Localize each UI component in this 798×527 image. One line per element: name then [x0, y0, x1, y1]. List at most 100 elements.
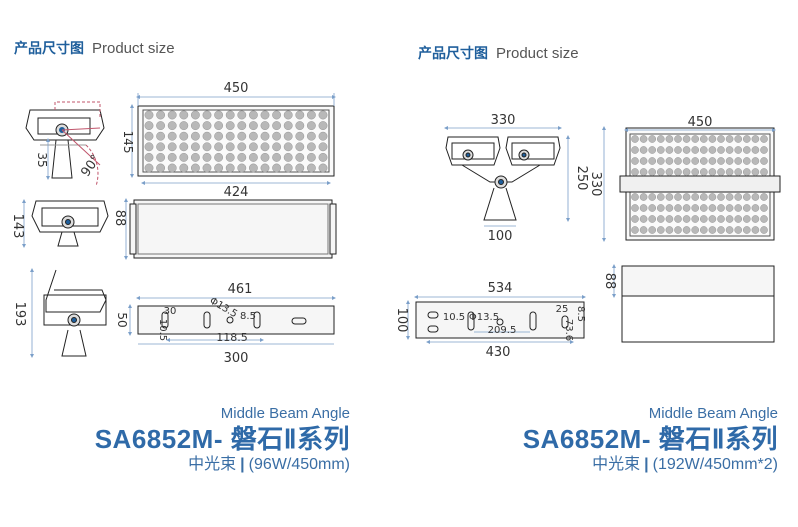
led-dot — [700, 193, 708, 201]
led-dot — [237, 121, 247, 131]
led-dot — [725, 215, 734, 223]
led-dot — [639, 226, 648, 234]
led-dot — [202, 110, 212, 120]
led-dot — [144, 131, 154, 141]
dim-left-10-5: 10.5 — [157, 319, 168, 341]
dim-right-209-5: 209.5 — [488, 325, 517, 336]
dim-right-430: 430 — [486, 345, 511, 360]
led-dot — [190, 110, 200, 120]
led-dot — [708, 168, 717, 176]
right-spec-bar: | — [644, 456, 649, 473]
led-dot — [743, 146, 751, 154]
led-dot — [717, 204, 725, 212]
led-dot — [283, 131, 293, 141]
led-dot — [657, 146, 665, 154]
dim-right-330-h: 330 — [588, 172, 603, 197]
led-dot — [717, 146, 725, 154]
led-dot — [743, 135, 751, 143]
led-dot — [272, 152, 281, 162]
right-spec-cn: 中光束 — [592, 456, 641, 473]
led-dot — [272, 142, 281, 152]
led-dot — [682, 226, 691, 234]
led-dot — [237, 152, 247, 162]
led-dot — [674, 215, 682, 223]
led-dot — [682, 204, 691, 212]
led-dot — [734, 226, 743, 234]
led-dot — [700, 157, 708, 165]
led-dot — [318, 121, 328, 131]
led-dot — [214, 121, 224, 131]
led-dot — [674, 135, 682, 143]
led-dot — [665, 204, 674, 212]
dim-right-450: 450 — [688, 115, 713, 130]
led-grid-right-bottom — [631, 193, 768, 234]
led-dot — [306, 152, 316, 162]
led-dot — [167, 142, 177, 152]
led-dot — [272, 131, 281, 141]
led-dot — [631, 168, 639, 176]
led-dot — [260, 163, 270, 173]
led-dot — [648, 193, 657, 201]
led-dot — [179, 152, 189, 162]
led-dot — [674, 226, 682, 234]
dim-right-phi: Φ13.5 — [469, 312, 499, 323]
led-dot — [318, 163, 328, 173]
led-dot — [682, 193, 691, 201]
led-dot — [248, 121, 258, 131]
dim-left-461: 461 — [228, 282, 253, 297]
led-dot — [725, 157, 734, 165]
left-spec-bar: | — [240, 456, 245, 473]
left-front-view — [137, 105, 335, 177]
led-dot — [272, 110, 281, 120]
led-dot — [144, 121, 154, 131]
led-dot — [190, 142, 200, 152]
led-dot — [214, 152, 224, 162]
led-dot — [639, 204, 648, 212]
led-dot — [214, 110, 224, 120]
led-dot — [725, 168, 734, 176]
led-dot — [743, 215, 751, 223]
led-dot — [648, 215, 657, 223]
led-dot — [639, 157, 648, 165]
led-dot — [708, 215, 717, 223]
led-dot — [648, 204, 657, 212]
led-dot — [272, 121, 281, 131]
right-caption: Middle Beam Angle SA6852M- 磐石Ⅱ系列 中光束|(19… — [523, 405, 778, 475]
led-dot — [156, 142, 166, 152]
left-caption-sub: Middle Beam Angle — [220, 405, 350, 422]
led-dot — [295, 142, 305, 152]
led-dot — [179, 142, 189, 152]
led-dot — [760, 168, 768, 176]
led-dot — [295, 131, 305, 141]
led-dot — [708, 204, 717, 212]
led-dot — [700, 146, 708, 154]
led-dot — [248, 163, 258, 173]
left-spec-val: (96W/450mm) — [248, 456, 350, 473]
led-dot — [179, 131, 189, 141]
led-dot — [631, 157, 639, 165]
led-grid-right-top — [631, 135, 768, 176]
led-dot — [248, 110, 258, 120]
led-dot — [295, 152, 305, 162]
led-dot — [700, 168, 708, 176]
dim-right-100-h: 100 — [394, 308, 409, 333]
led-dot — [708, 157, 717, 165]
left-caption-spec: 中光束|(96W/450mm) — [95, 455, 350, 475]
led-dot — [734, 135, 743, 143]
led-dot — [648, 157, 657, 165]
dim-left-90deg: 90° — [78, 152, 104, 179]
led-dot — [691, 157, 700, 165]
led-dot — [631, 193, 639, 201]
led-dot — [691, 146, 700, 154]
led-dot — [248, 131, 258, 141]
led-dot — [260, 131, 270, 141]
led-dot — [237, 163, 247, 173]
led-dot — [639, 135, 648, 143]
led-dot — [717, 193, 725, 201]
led-dot — [225, 163, 235, 173]
led-dot — [306, 142, 316, 152]
led-dot — [700, 204, 708, 212]
left-header-cn: 产品尺寸图 — [14, 40, 84, 56]
